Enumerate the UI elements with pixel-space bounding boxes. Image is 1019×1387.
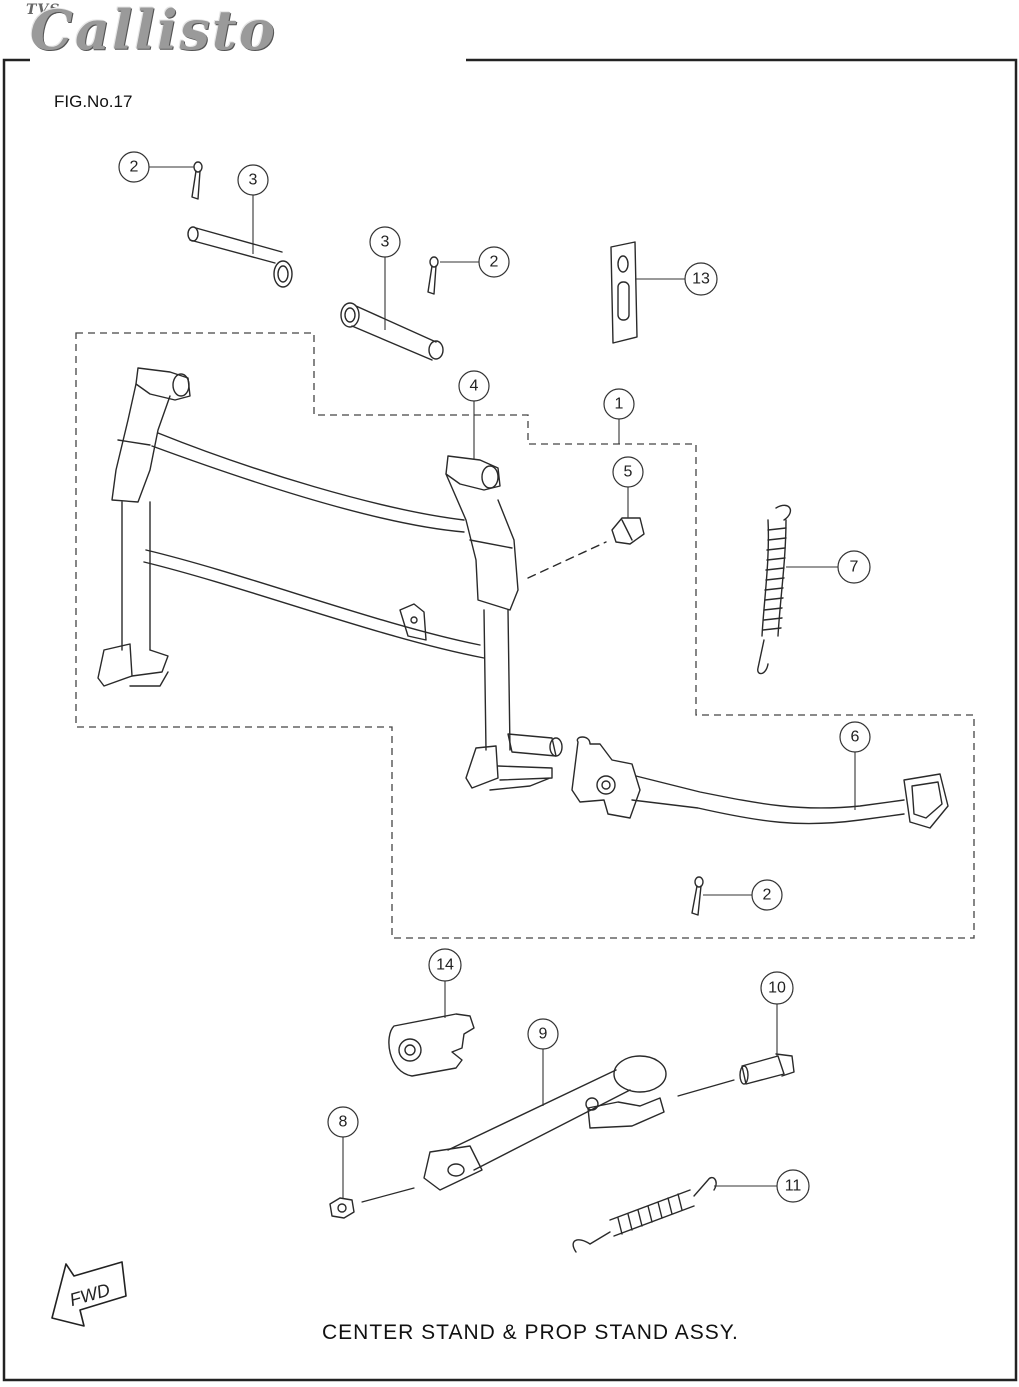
callout-c13: 13 bbox=[692, 271, 710, 288]
callout-circle-c2a bbox=[118, 151, 150, 183]
hex-nut bbox=[329, 1197, 355, 1219]
return-spring-lower bbox=[572, 1176, 717, 1253]
leader-dashed-5 bbox=[527, 541, 607, 579]
callout-circle-c8 bbox=[327, 1106, 359, 1138]
callout-c3a: 3 bbox=[249, 172, 258, 189]
callout-circle-c10 bbox=[760, 971, 794, 1005]
center-stand-assy-boundary bbox=[75, 332, 975, 939]
callout-circle-c3a bbox=[237, 164, 269, 196]
callout-circle-c9 bbox=[527, 1018, 559, 1050]
callout-c7: 7 bbox=[850, 559, 859, 576]
callout-c2c: 2 bbox=[763, 887, 772, 904]
callout-c3b: 3 bbox=[381, 234, 390, 251]
figure-title: CENTER STAND & PROP STAND ASSY. bbox=[322, 1321, 739, 1344]
callout-c5: 5 bbox=[624, 464, 633, 481]
stand-bracket bbox=[388, 1013, 475, 1077]
callout-c2a: 2 bbox=[130, 159, 139, 176]
callout-c10: 10 bbox=[768, 980, 786, 997]
center-stand-frame bbox=[97, 367, 563, 791]
callout-circle-c6 bbox=[839, 721, 871, 753]
callout-c4: 4 bbox=[470, 378, 479, 395]
callout-circle-c3b bbox=[369, 226, 401, 258]
stopper-plate bbox=[610, 241, 638, 344]
pivot-pin-left bbox=[187, 226, 293, 288]
callout-circle-c4 bbox=[458, 370, 490, 402]
pivot-pin-right bbox=[340, 302, 444, 361]
callout-c6: 6 bbox=[851, 729, 860, 746]
callout-circle-c2b bbox=[478, 246, 510, 278]
leader-nut bbox=[361, 1187, 415, 1203]
callout-c11: 11 bbox=[785, 1178, 802, 1195]
stand-link-arm bbox=[571, 736, 949, 829]
stopper-rubber bbox=[611, 517, 645, 545]
callout-c8: 8 bbox=[339, 1114, 348, 1131]
figure-number: FIG.No.17 bbox=[54, 92, 133, 111]
brand-logo-text: Callisto bbox=[30, 0, 277, 62]
callout-circle-c1 bbox=[603, 388, 635, 420]
split-pin-top-mid bbox=[427, 256, 439, 295]
brand-maker: TVS bbox=[26, 2, 61, 18]
callout-circle-c13 bbox=[684, 262, 718, 296]
page-frame bbox=[2, 58, 1018, 1382]
callout-c9: 9 bbox=[539, 1026, 548, 1043]
return-spring-upper bbox=[757, 504, 792, 675]
prop-stand bbox=[423, 1055, 667, 1191]
fwd-arrow-icon: FWD bbox=[51, 1261, 127, 1327]
callout-circle-c2c bbox=[751, 879, 783, 911]
callout-circle-c11 bbox=[776, 1169, 810, 1203]
pivot-bolt bbox=[739, 1053, 795, 1085]
split-pin-lower bbox=[691, 876, 704, 916]
fwd-label: FWD bbox=[67, 1280, 112, 1311]
leader-bolt bbox=[677, 1079, 735, 1097]
callout-c14: 14 bbox=[436, 957, 454, 974]
callout-circle-c7 bbox=[837, 550, 871, 584]
callout-c1: 1 bbox=[615, 396, 624, 413]
callout-c2b: 2 bbox=[490, 254, 499, 271]
callout-circle-c14 bbox=[428, 948, 462, 982]
callout-circle-c5 bbox=[612, 456, 644, 488]
